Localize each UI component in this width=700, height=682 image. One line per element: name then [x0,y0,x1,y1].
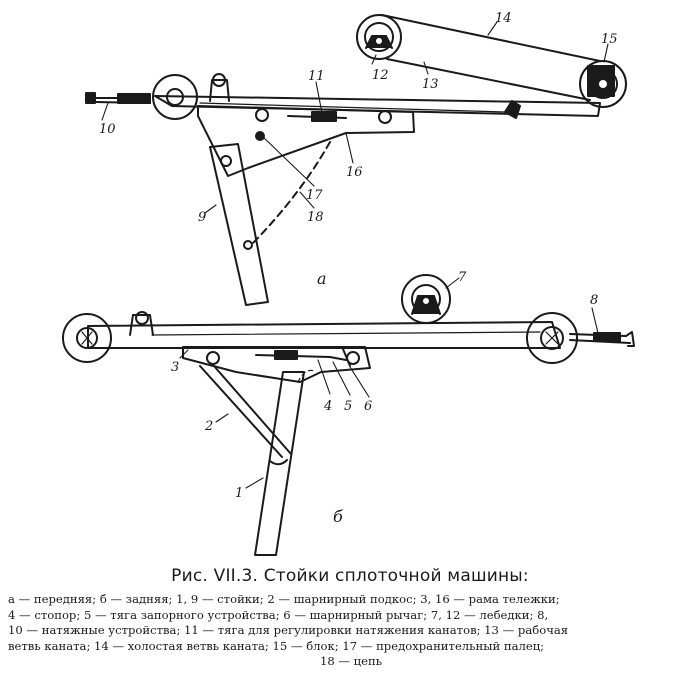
callout-1: 1 [235,486,243,501]
callout-2: 2 [204,419,213,434]
callout-8: 8 [590,293,598,308]
legend-line: 10 — натяжные устройства; 11 — тяга для … [8,623,569,638]
pulley-15 [579,60,627,108]
winch-12 [356,14,402,60]
legend-line: 4 — стопор; 5 — тяга запорного устройств… [8,607,549,622]
callout-4: 4 [323,399,332,414]
bracket-a [209,73,230,102]
tie-rod-11 [287,111,347,122]
figure-caption-title: Рис. VII.3. Стойки сплоточной машины: [171,566,529,586]
top-beam-a [154,95,601,117]
tensioner-8 [569,331,635,347]
locking-linkage [255,348,351,367]
callout-6: 6 [364,399,372,414]
legend-line: а — передняя; б — задняя; 1, 9 — стойки;… [8,592,560,606]
callout-18: 18 [307,210,324,225]
legend-line: 18 — цепь [319,654,383,669]
main-beam-b [87,321,561,349]
callout-12: 12 [372,68,389,83]
figure-legend: а — передняя; б — задняя; 1, 9 — стойки;… [8,592,694,670]
rope-branches [381,14,601,101]
strut-2 [199,365,292,458]
frame-3 [182,346,371,383]
callout-17: 17 [306,188,323,203]
callout-11: 11 [308,69,325,84]
callout-14: 14 [495,11,512,26]
callout-3: 3 [171,360,179,375]
subfigure-label-b: б [333,507,343,526]
tensioner-10 [85,92,151,104]
front-stand-drawing [85,14,627,306]
winch-7 [401,274,451,324]
bracket-b [129,311,154,336]
frame-16 [197,105,415,177]
rear-stand-drawing [62,274,635,556]
subfigure-label-a: а [317,269,327,288]
stand-1 [254,371,305,556]
stand-9 [209,143,269,306]
callout-13: 13 [422,77,439,92]
chain-18 [251,141,331,245]
right-wheel-b [526,312,578,364]
callout-15: 15 [601,32,618,47]
callout-5: 5 [344,399,352,414]
figure-drawing: 10 11 12 13 14 15 16 17 18 9 а 7 8 3 2 1… [62,11,635,556]
callout-7: 7 [458,270,467,285]
callout-16: 16 [346,165,363,180]
legend-line: ветвь каната; 14 — холостая ветвь каната… [8,638,545,653]
callout-9: 9 [198,210,206,225]
callout-10: 10 [99,122,116,137]
